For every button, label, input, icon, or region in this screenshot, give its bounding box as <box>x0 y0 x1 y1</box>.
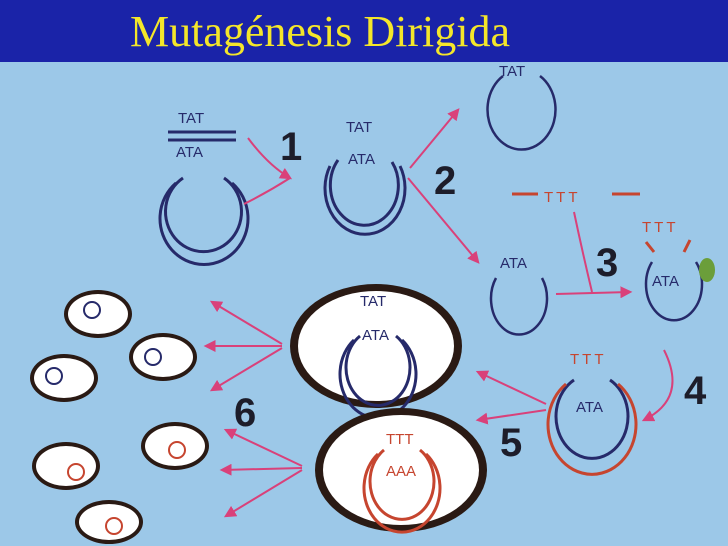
step-5-label: 5 <box>500 421 522 465</box>
cell-mutant-top-seq: TTT <box>386 431 414 448</box>
original-plasmid: TAT ATA <box>158 110 250 266</box>
heteroduplex-top-seq: TTT <box>570 351 607 368</box>
primer-seq: TTT <box>544 189 581 206</box>
title-bar <box>0 0 728 62</box>
step-2-label: 2 <box>434 159 456 203</box>
denatured-plasmid: TAT ATA <box>323 119 407 236</box>
single-strand-tat: TAT <box>486 63 557 151</box>
step-6-arrows <box>203 300 303 518</box>
step-5-arrows <box>475 370 547 425</box>
step-2-arrows <box>407 108 480 264</box>
cell-original: TAT ATA <box>290 284 462 420</box>
polymerase-icon <box>699 258 715 282</box>
daughter-cell-mutant-3 <box>75 500 143 544</box>
cell-mutant-bottom-seq: AAA <box>386 463 416 480</box>
annealed-strand: TTT ATA <box>642 219 715 322</box>
daughter-cell-original-3 <box>30 354 98 402</box>
step-4-label: 4 <box>684 369 707 413</box>
step-1-arrow <box>243 137 293 205</box>
annealed-primer-seq: TTT <box>642 219 679 236</box>
denatured-top-seq: TAT <box>346 119 372 136</box>
cell-mutant: TTT AAA <box>315 408 487 534</box>
step-4-arrow <box>641 349 674 422</box>
cell-original-bottom-seq: ATA <box>362 327 389 344</box>
daughter-cell-mutant-2 <box>32 442 100 490</box>
heteroduplex-plasmid: TTT ATA <box>546 351 638 476</box>
daughter-cell-original-1 <box>64 290 132 338</box>
page-title: Mutagénesis Dirigida <box>130 7 511 56</box>
single-strand-ata-seq: ATA <box>500 255 527 272</box>
mutagenic-primer: TTT <box>512 189 640 206</box>
step-3-arrows <box>555 211 633 299</box>
daughter-cell-mutant-1 <box>141 422 209 470</box>
annealed-strand-seq: ATA <box>652 273 679 290</box>
original-top-seq: TAT <box>178 110 204 127</box>
daughter-cell-original-2 <box>129 333 197 381</box>
original-bottom-seq: ATA <box>176 144 203 161</box>
heteroduplex-bottom-seq: ATA <box>576 399 603 416</box>
single-strand-top-seq: TAT <box>499 63 525 80</box>
single-strand-ata: ATA <box>489 255 549 336</box>
step-3-label: 3 <box>596 241 618 285</box>
cell-original-top-seq: TAT <box>360 293 386 310</box>
step-6-label: 6 <box>234 391 256 435</box>
denatured-bottom-seq: ATA <box>348 151 375 168</box>
step-1-label: 1 <box>280 125 302 169</box>
